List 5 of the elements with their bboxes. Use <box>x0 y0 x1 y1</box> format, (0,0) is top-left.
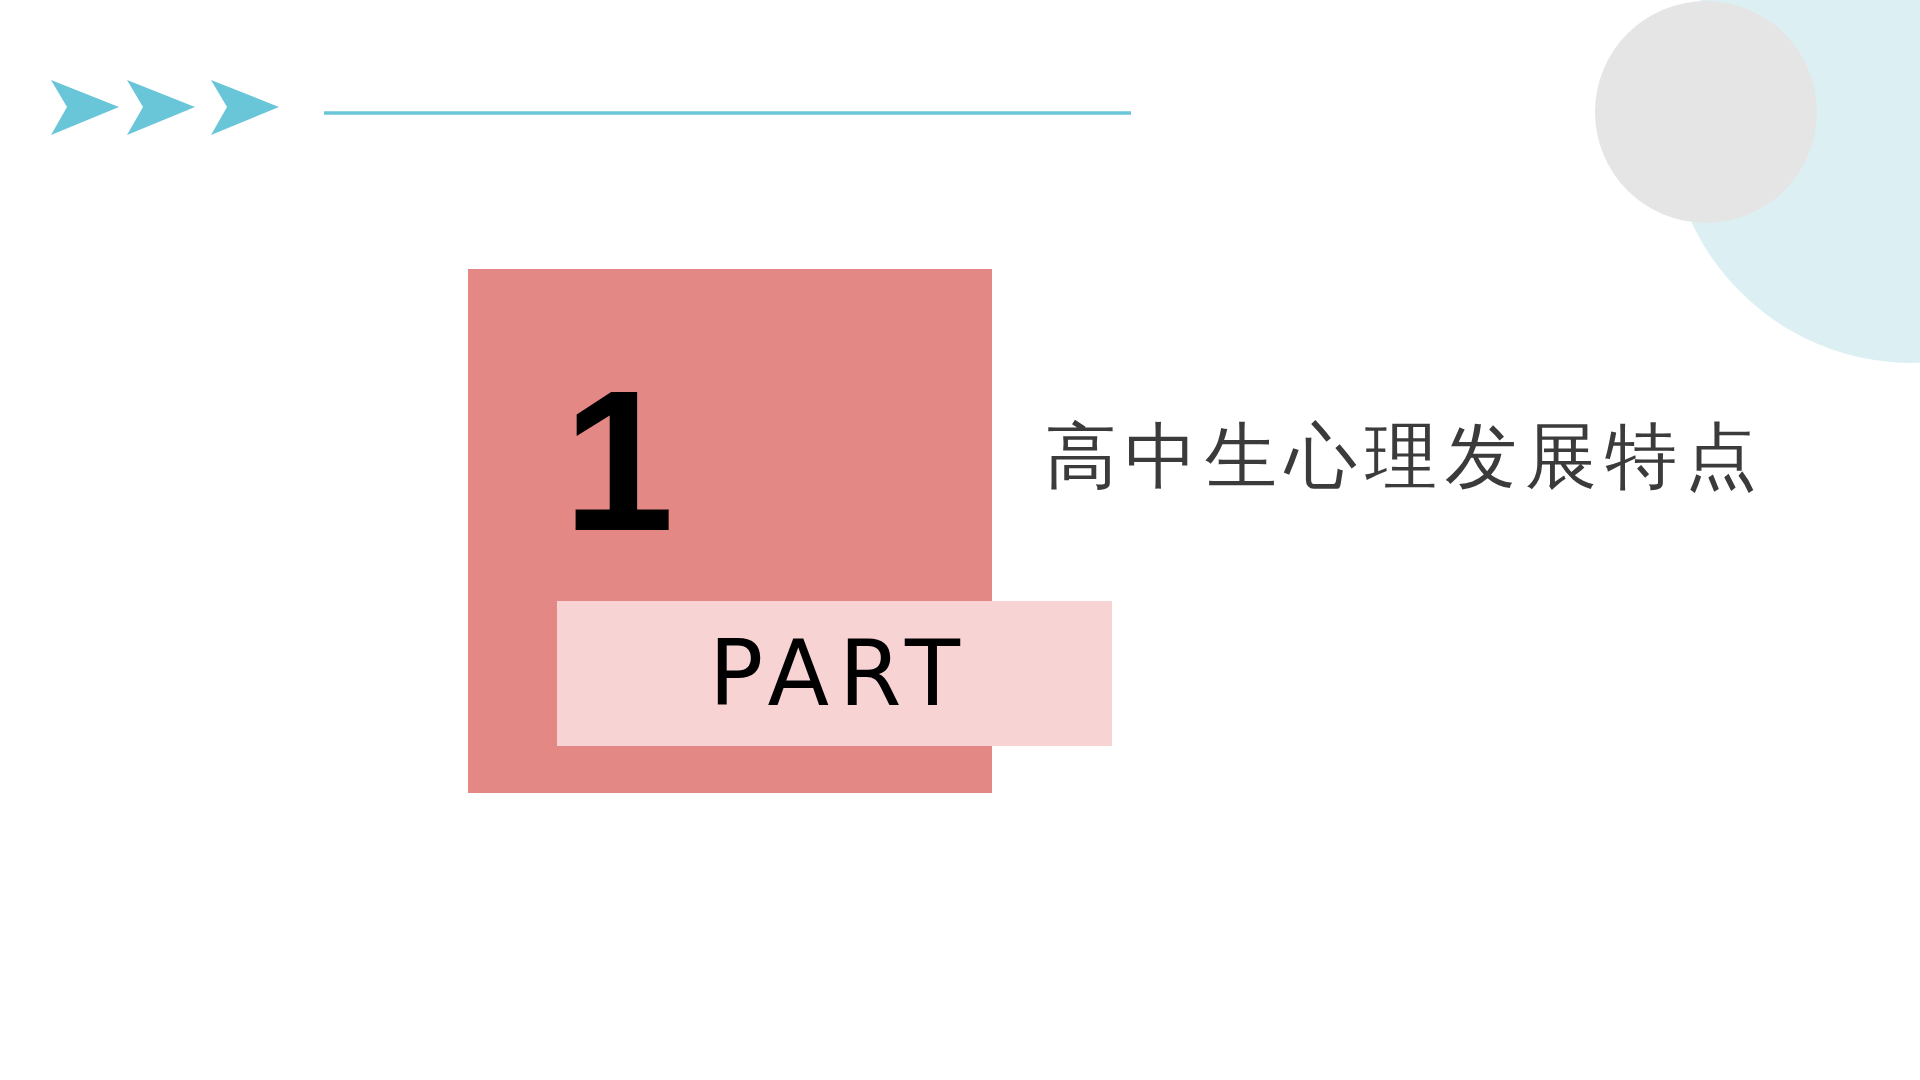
section-number: 1 <box>563 361 675 561</box>
part-label: PART <box>707 628 971 719</box>
number-panel <box>468 269 992 601</box>
label-banner <box>557 601 1112 746</box>
section-title: 高中生心理发展特点 <box>1045 420 1765 492</box>
